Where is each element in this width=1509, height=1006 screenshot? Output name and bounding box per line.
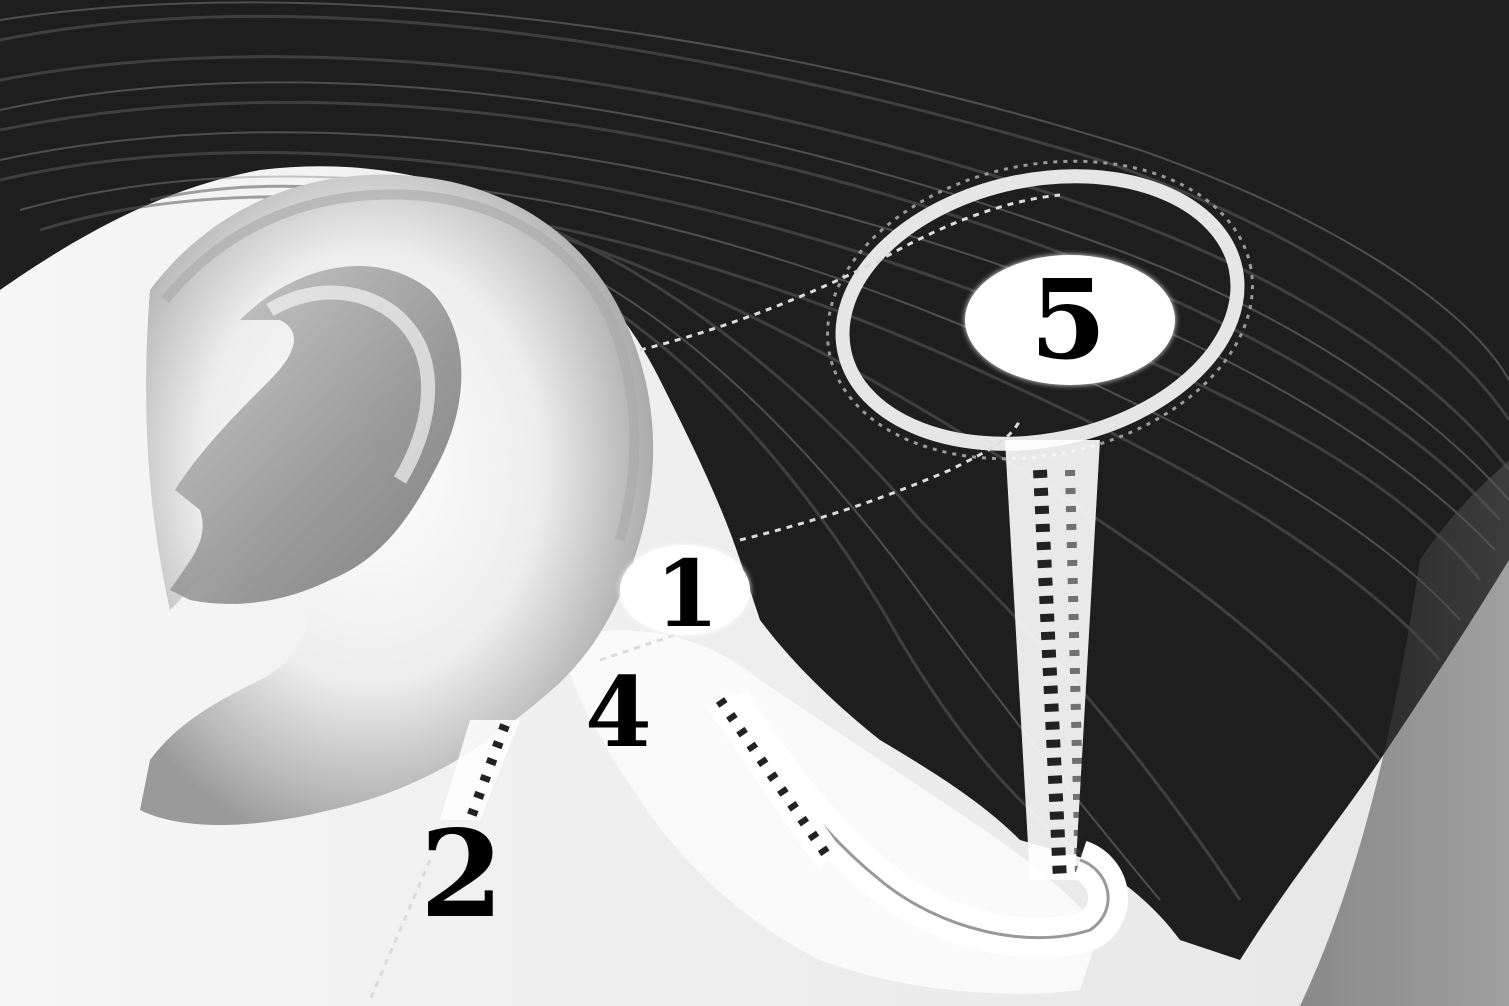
marker-2-label: 2 (420, 815, 504, 935)
marker-5-label: 5 (1030, 265, 1107, 375)
marker-4-label: 4 (585, 665, 652, 761)
marker-1-label: 1 (655, 548, 719, 640)
